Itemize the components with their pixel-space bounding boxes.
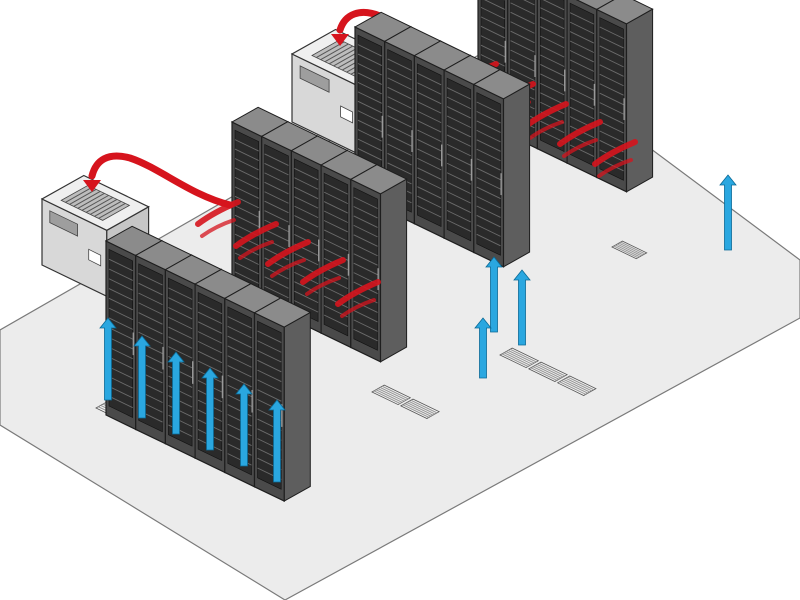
- rack-top: [472, 69, 531, 100]
- vent-tiles-middle-row-3: [499, 347, 597, 396]
- cold-air-arrow: [235, 383, 253, 467]
- rack-side: [503, 83, 531, 268]
- hot-air-plume: [233, 221, 279, 249]
- rack-top: [349, 164, 408, 195]
- vent-tiles-rear-row: [611, 240, 648, 260]
- vent-tiles-middle-row-2: [371, 384, 440, 419]
- cold-air-front-aisle: [268, 399, 286, 483]
- hot-air-plume: [592, 139, 638, 167]
- hot-air-plume: [195, 199, 241, 227]
- crac-control-panel: [340, 105, 354, 124]
- rack-side: [380, 178, 408, 363]
- cold-air-arrow: [513, 269, 531, 346]
- hot-air-arrowhead: [83, 180, 101, 192]
- cold-air-arrow: [99, 317, 117, 401]
- server-rack: [349, 164, 408, 363]
- crac-control-panel: [88, 248, 102, 267]
- cold-air-arrow: [474, 317, 492, 379]
- cold-air-front-aisle: [235, 383, 253, 467]
- hot-air-stream: [88, 152, 234, 209]
- cold-air-rear-row: [719, 174, 737, 251]
- rack-side: [626, 8, 654, 193]
- rack-side: [283, 311, 311, 502]
- hot-air-plume: [335, 279, 381, 307]
- hot-aisle-plumes-front: [195, 199, 381, 318]
- cold-air-middle-aisle: [485, 256, 503, 333]
- cold-air-arrow: [167, 351, 185, 435]
- crac-louvre: [299, 65, 330, 93]
- hot-air-plume: [265, 239, 311, 267]
- cold-air-arrow: [268, 399, 286, 483]
- hot-air-plume: [300, 257, 346, 285]
- cold-air-arrow: [133, 335, 151, 419]
- server-rack: [253, 297, 312, 503]
- rack-row-1: [104, 225, 312, 503]
- rack-top: [253, 297, 312, 328]
- cold-air-middle-aisle: [474, 317, 492, 379]
- crac-louvre: [49, 210, 78, 237]
- cold-air-front-aisle: [201, 367, 219, 451]
- hot-air-arrowhead: [331, 34, 349, 46]
- cold-air-arrow: [485, 256, 503, 333]
- rack-top: [576, 0, 615, 10]
- cold-air-middle-aisle: [513, 269, 531, 346]
- cold-air-front-aisle: [167, 351, 185, 435]
- server-rack: [472, 69, 531, 268]
- hot-air-plume: [557, 119, 603, 147]
- cold-air-arrow: [719, 174, 737, 251]
- hot-air-return-front: [83, 152, 234, 209]
- cold-air-front-aisle: [133, 335, 151, 419]
- cold-air-arrow: [201, 367, 219, 451]
- rack-top: [595, 0, 654, 25]
- cold-air-front-aisle: [99, 317, 117, 401]
- rack-row-3: [353, 11, 531, 268]
